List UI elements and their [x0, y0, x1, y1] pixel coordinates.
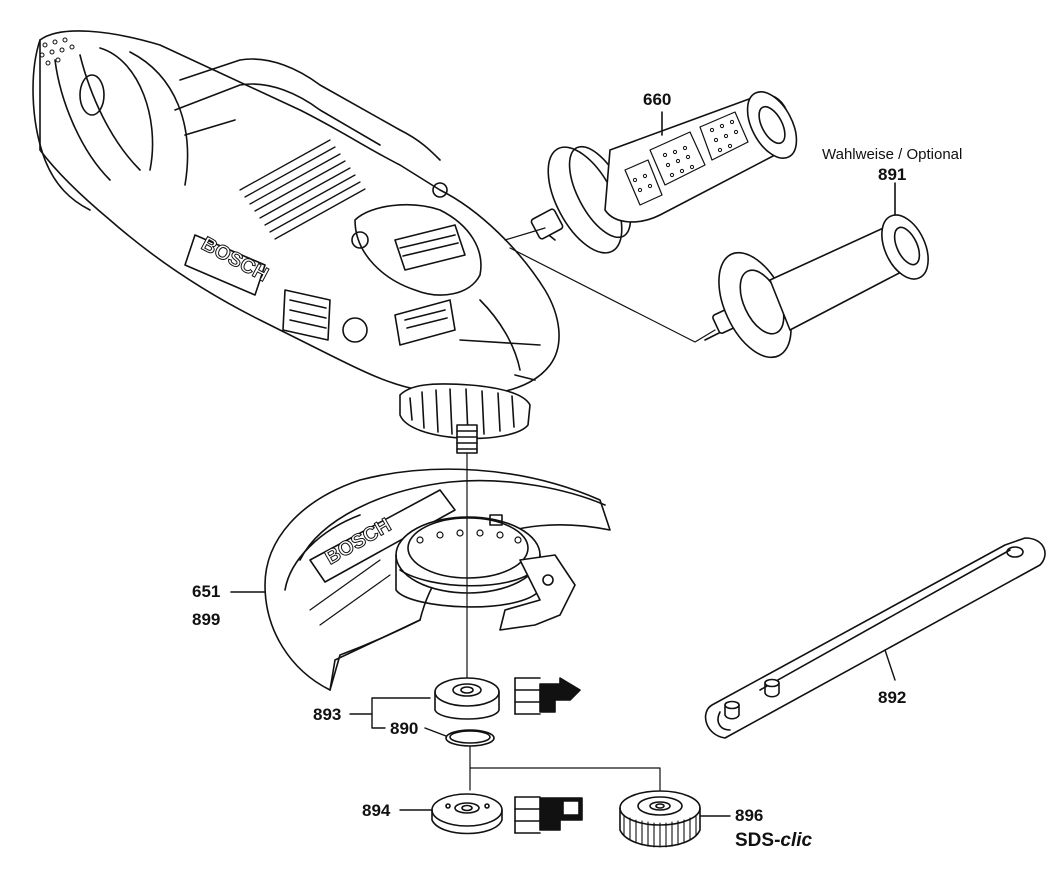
- aux-handle-660: [530, 91, 798, 254]
- part-label-890: 890: [390, 719, 419, 738]
- clic-word: clic: [780, 830, 813, 851]
- quick-nut-896: [619, 790, 701, 848]
- o-ring-890: [445, 729, 495, 747]
- spanner-892: [704, 537, 1046, 739]
- optional-label: Wahlweise / Optional: [822, 146, 963, 163]
- nut-orientation-icon: [514, 796, 583, 834]
- optional-handle-891: [704, 182, 929, 359]
- part-label-896: 896: [735, 806, 764, 825]
- flange-893: [434, 677, 500, 720]
- wheel-guard: [230, 468, 611, 691]
- part-label-899: 899: [192, 610, 221, 629]
- part-label-892: 892: [878, 688, 907, 707]
- part-label-651: 651: [192, 582, 221, 601]
- part-label-893: 893: [313, 705, 342, 724]
- sds-prefix: SDS-: [735, 830, 781, 851]
- grinder-body: [32, 30, 560, 454]
- part-label-891: 891: [878, 165, 907, 184]
- grip-ribs: [239, 139, 366, 240]
- vent-dots: [39, 37, 75, 66]
- part-label-660: 660: [643, 90, 672, 109]
- flange-orientation-icon: [514, 677, 581, 715]
- sds-clic-label: SDS-clic: [735, 830, 812, 852]
- part-label-894: 894: [362, 801, 391, 820]
- clamp-nut-894: [431, 793, 503, 835]
- grip-texture-dots: [632, 119, 739, 193]
